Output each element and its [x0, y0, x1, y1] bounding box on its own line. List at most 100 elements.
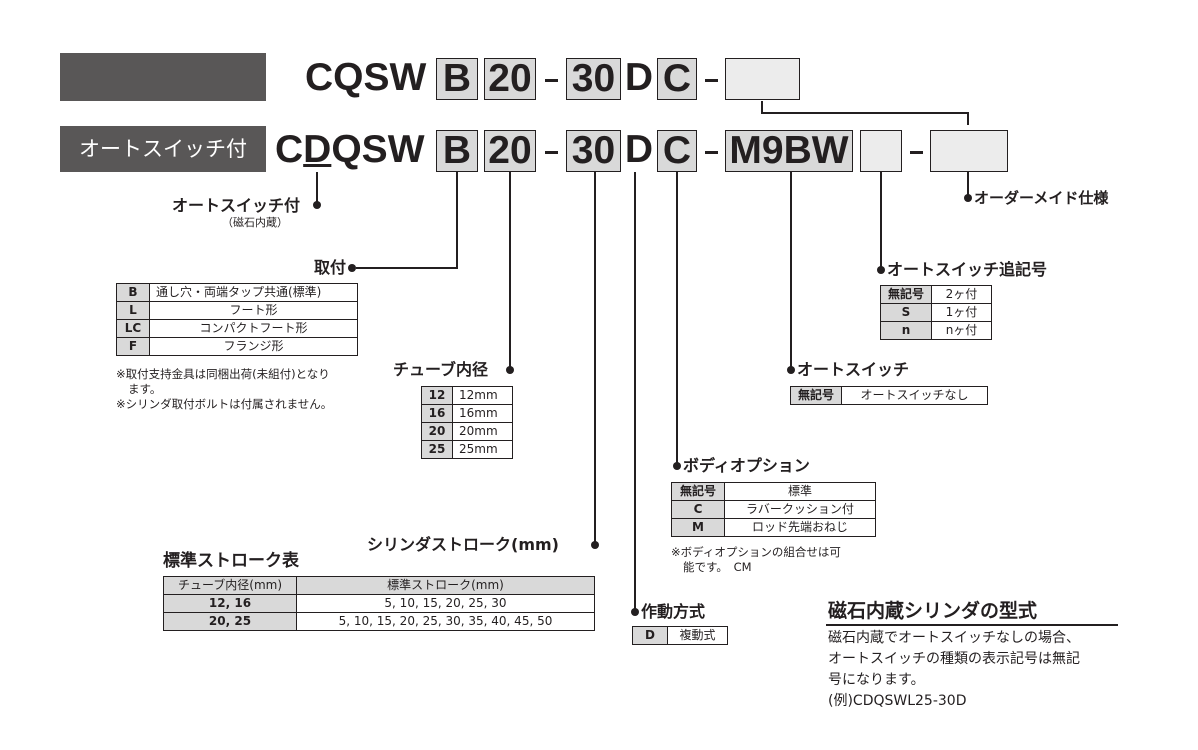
dot-made-to-order	[964, 194, 972, 202]
label-action: 作動方式	[641, 602, 706, 621]
dot-body-option	[673, 462, 681, 470]
magnet-line-1: オートスイッチの種類の表示記号は無記	[828, 651, 1080, 667]
stroke-bore-0: 12, 16	[163, 594, 297, 613]
dot-action	[631, 608, 639, 616]
suffix-desc-0: 2ヶ付	[931, 285, 992, 304]
dot-auto-switch-attached	[313, 201, 321, 209]
row2-suffix-box	[860, 130, 902, 172]
table-row: 無記号標準	[671, 482, 876, 501]
magnet-title: 磁石内蔵シリンダの型式	[828, 600, 1038, 622]
mounting-code-3: F	[116, 337, 150, 356]
row1-dash-1	[545, 79, 558, 82]
stroke-values-1: 5, 10, 15, 20, 25, 30, 35, 40, 45, 50	[296, 612, 595, 631]
action-desc-0: 複動式	[667, 626, 728, 645]
row1-bore-box: 20	[484, 58, 536, 100]
row1-stroke-box: 30	[566, 58, 621, 100]
table-row: 12, 16 5, 10, 15, 20, 25, 30	[163, 594, 595, 613]
stroke-values-0: 5, 10, 15, 20, 25, 30	[296, 594, 595, 613]
option-header-code: 無記号	[671, 482, 725, 501]
mounting-code-1: L	[116, 301, 150, 320]
bore-code-0: 12	[421, 386, 453, 405]
option-header-desc: 標準	[724, 482, 876, 501]
dot-bore-size	[506, 366, 514, 374]
row1-action-box: D	[624, 56, 654, 100]
row2-prefix-rest: QSW	[331, 128, 425, 171]
label-made-to-order: オーダーメイド仕様	[974, 189, 1109, 207]
option-code-0: C	[671, 500, 725, 519]
magnet-line-0: 磁石内蔵でオートスイッチなしの場合、	[828, 630, 1080, 646]
stroke-head-bore: チューブ内径(mm)	[163, 576, 297, 595]
table-row: チューブ内径(mm) 標準ストローク(mm)	[163, 576, 595, 595]
row1-made-to-order-box	[725, 58, 800, 100]
row2-made-to-order-box	[930, 130, 1008, 172]
suffix-code-0: 無記号	[880, 285, 932, 304]
table-row: 無記号オートスイッチなし	[790, 386, 988, 405]
suffix-code-1: S	[880, 303, 932, 322]
switch-table: 無記号オートスイッチなし	[790, 386, 988, 405]
bore-desc-3: 25mm	[452, 440, 513, 459]
option-note-1: 能です。 CM	[683, 560, 752, 574]
dot-auto-switch-suffix	[877, 266, 885, 274]
stroke-bore-1: 20, 25	[163, 612, 297, 631]
switch-code-0: 無記号	[790, 386, 842, 405]
row2-auto-switch-tag: オートスイッチ付	[60, 126, 266, 172]
magnet-title-underline	[826, 624, 1118, 626]
mounting-desc-3: フランジ形	[149, 337, 358, 356]
link-line-made-to-order-top	[761, 101, 969, 125]
label-bore-size: チューブ内径	[393, 360, 489, 379]
dot-cylinder-stroke	[591, 541, 599, 549]
bore-code-1: 16	[421, 404, 453, 423]
row2-switch-box: M9BW	[725, 130, 853, 172]
mounting-desc-0: 通し穴・両端タップ共通(標準)	[149, 283, 358, 302]
row2-dash-1	[545, 151, 558, 154]
mounting-code-2: LC	[116, 319, 150, 338]
row2-dash-3	[910, 151, 923, 154]
magnet-line-2: 号になります。	[828, 672, 925, 688]
row1-dash-2	[705, 79, 718, 82]
label-body-option: ボディオプション	[683, 456, 810, 475]
mounting-note-1: ます。	[128, 382, 162, 396]
row2-prefix-c: C	[275, 128, 304, 171]
option-desc-0: ラバークッション付	[724, 500, 876, 519]
label-auto-switch-suffix: オートスイッチ追記号	[887, 260, 1048, 279]
suffix-desc-2: nヶ付	[931, 321, 992, 340]
mounting-desc-2: コンパクトフート形	[149, 319, 358, 338]
row2-option-box: C	[657, 130, 697, 172]
bore-desc-1: 16mm	[452, 404, 513, 423]
row1-gray-bar	[60, 53, 266, 101]
option-code-1: M	[671, 518, 725, 537]
mounting-code-0: B	[116, 283, 150, 302]
mounting-note-2: ※シリンダ取付ボルトは付属されません。	[116, 397, 333, 411]
row2-prefix: CDQSW	[275, 128, 425, 172]
mounting-note-0: ※取付支持金具は同梱出荷(未組付)となり	[116, 367, 330, 381]
magnet-line-3: (例)CDQSWL25-30D	[828, 693, 967, 709]
bore-desc-2: 20mm	[452, 422, 513, 441]
row2-action-box: D	[624, 128, 654, 172]
bore-desc-0: 12mm	[452, 386, 513, 405]
stroke-table: チューブ内径(mm) 標準ストローク(mm) 12, 16 5, 10, 15,…	[163, 576, 595, 631]
stroke-table-title: 標準ストローク表	[163, 551, 299, 571]
stroke-head-stroke: 標準ストローク(mm)	[296, 576, 595, 595]
option-desc-1: ロッド先端おねじ	[724, 518, 876, 537]
row2-prefix-d: D	[303, 128, 332, 171]
row2-mount-box: B	[436, 130, 478, 172]
row2-dash-2	[705, 151, 718, 154]
action-code-0: D	[632, 626, 668, 645]
row1-prefix: CQSW	[305, 56, 427, 99]
